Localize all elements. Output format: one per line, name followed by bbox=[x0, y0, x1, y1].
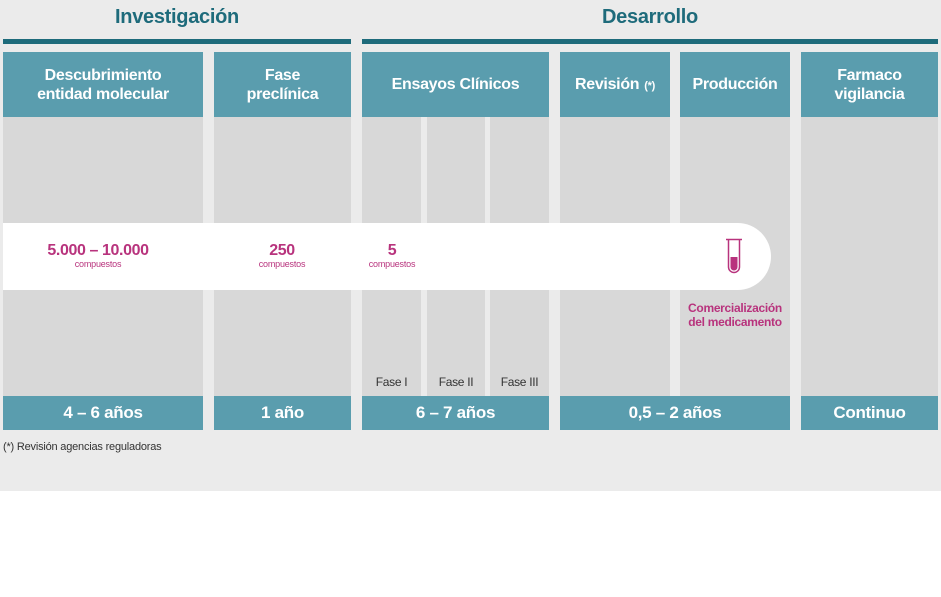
header-line: Revisión bbox=[574, 76, 640, 93]
footnote-marker: (*) bbox=[644, 80, 655, 92]
duration-revision-produccion: 0,5 – 2 años bbox=[560, 396, 790, 430]
count-ensayos: 5 compuestos bbox=[352, 242, 432, 269]
count-unit: compuestos bbox=[258, 259, 306, 269]
phase-label-2: Fase II bbox=[438, 375, 474, 389]
column-body-farmacovigilancia bbox=[801, 117, 938, 396]
header-line: Ensayos Clínicos bbox=[391, 76, 520, 93]
header-line: Fase bbox=[264, 66, 301, 84]
column-header-revision: Revisión (*) bbox=[560, 52, 670, 117]
duration-preclinica: 1 año bbox=[214, 396, 351, 430]
header-line: vigilancia bbox=[834, 85, 905, 103]
pipeline-band bbox=[3, 223, 771, 290]
count-unit: compuestos bbox=[368, 259, 416, 269]
count-value: 5.000 – 10.000 bbox=[47, 242, 149, 259]
stage-title-investigacion: Investigación bbox=[115, 6, 239, 28]
header-line: Farmaco bbox=[837, 66, 902, 84]
phase-label-3: Fase III bbox=[500, 375, 539, 389]
stage-rule-desarrollo bbox=[362, 39, 938, 44]
header-line: preclínica bbox=[246, 85, 319, 103]
count-preclinica: 250 compuestos bbox=[232, 242, 332, 269]
count-value: 5 bbox=[387, 242, 397, 259]
count-unit: compuestos bbox=[74, 259, 122, 269]
header-line: entidad molecular bbox=[37, 85, 169, 103]
commercialization-label: Comercialización del medicamento bbox=[680, 301, 790, 329]
column-header-produccion: Producción bbox=[680, 52, 790, 117]
footnote: (*) Revisión agencias reguladoras bbox=[3, 441, 162, 453]
count-descubrimiento: 5.000 – 10.000 compuestos bbox=[3, 242, 193, 269]
duration-ensayos: 6 – 7 años bbox=[362, 396, 549, 430]
phase-label-1: Fase I bbox=[375, 375, 408, 389]
stage-title-desarrollo: Desarrollo bbox=[602, 6, 698, 28]
stage-rule-investigacion bbox=[3, 39, 351, 44]
header-line: Producción bbox=[692, 76, 778, 93]
count-value: 250 bbox=[269, 242, 295, 259]
test-tube-icon bbox=[726, 238, 742, 274]
label-line: del medicamento bbox=[688, 315, 782, 329]
duration-farmacovigilancia: Continuo bbox=[801, 396, 938, 430]
header-line: Descubrimiento bbox=[44, 66, 162, 84]
label-line: Comercialización bbox=[688, 301, 782, 315]
duration-descubrimiento: 4 – 6 años bbox=[3, 396, 203, 430]
column-header-ensayos-clinicos: Ensayos Clínicos bbox=[362, 52, 549, 117]
